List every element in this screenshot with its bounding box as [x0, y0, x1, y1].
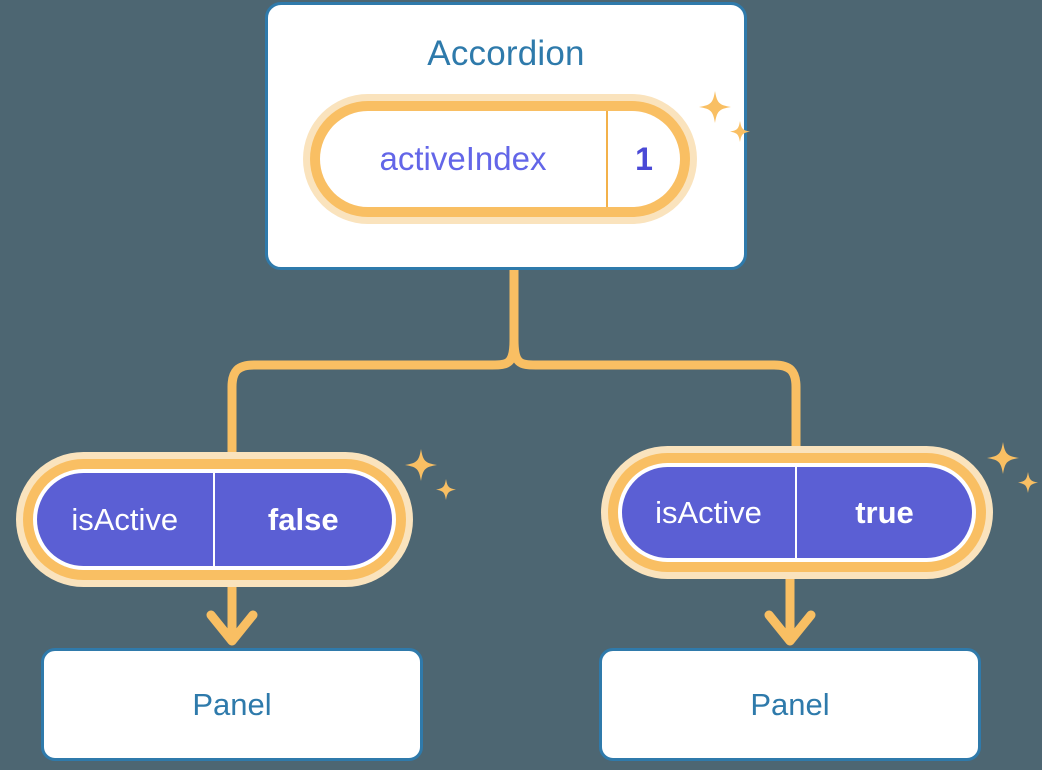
sparkle-small-icon	[1018, 472, 1038, 493]
state-value-label: true	[855, 494, 914, 530]
arrow-down-icon-right	[764, 579, 816, 646]
pill-inner-fill: isActive true	[622, 467, 972, 558]
panel-title: Panel	[750, 686, 830, 722]
state-pill-is-active-left[interactable]: isActive false	[16, 452, 413, 587]
pill-body: activeIndex 1	[320, 111, 680, 207]
sparkle-small-icon	[436, 479, 456, 500]
arrow-down-icon-left	[206, 587, 258, 646]
panel-card-left[interactable]: Panel	[41, 648, 423, 761]
pill-body: isActive true	[618, 463, 976, 562]
state-key-label: isActive	[37, 473, 215, 566]
state-key-label: isActive	[622, 467, 797, 558]
state-key-label: activeIndex	[320, 111, 608, 207]
panel-card-right[interactable]: Panel	[599, 648, 981, 761]
state-value-label: 1	[635, 140, 653, 177]
state-pill-active-index[interactable]: activeIndex 1	[303, 94, 697, 224]
state-pill-is-active-right[interactable]: isActive true	[601, 446, 993, 579]
state-value-label: false	[267, 501, 339, 537]
connector-branch-right	[509, 335, 801, 451]
panel-title: Panel	[192, 686, 272, 722]
pill-body: isActive false	[33, 469, 396, 570]
connector-branch-left	[227, 335, 519, 457]
page-title: Accordion	[427, 34, 585, 73]
pill-inner-fill: isActive false	[37, 473, 392, 566]
